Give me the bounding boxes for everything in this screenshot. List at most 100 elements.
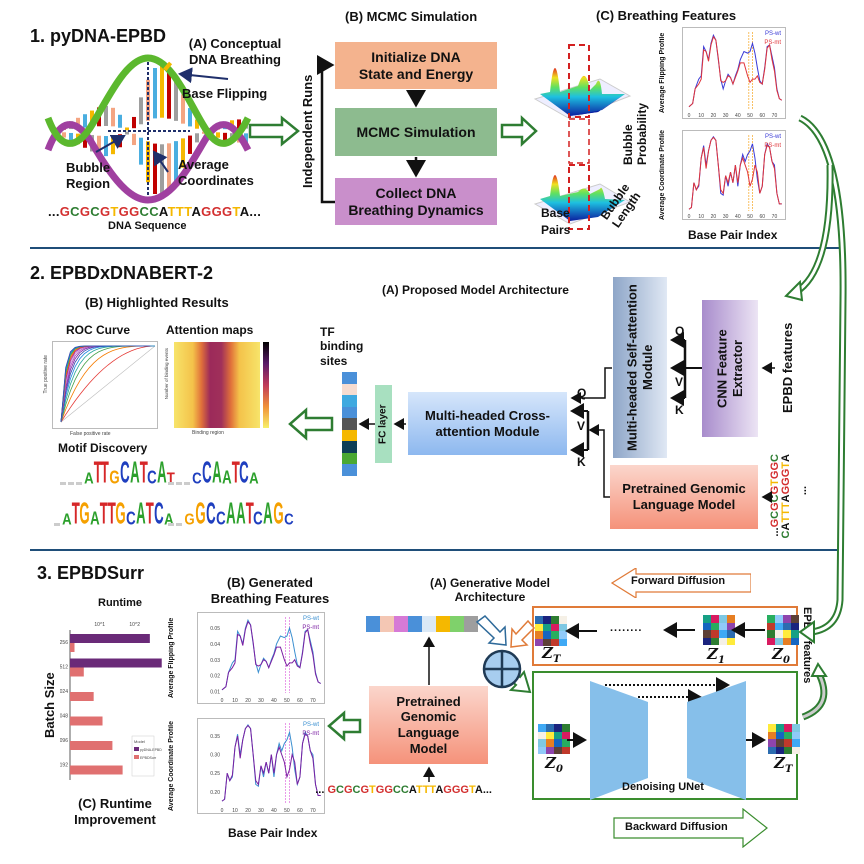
- latent-cell: [767, 637, 775, 645]
- latent-cell: [792, 739, 800, 747]
- attention-title: Attention maps: [166, 323, 254, 337]
- latent-cell: [767, 622, 775, 630]
- motif-letter: A: [236, 495, 246, 531]
- sequence-letter: C: [352, 784, 361, 796]
- latent-cell: [775, 630, 783, 638]
- motif-letter: C: [147, 466, 157, 488]
- latent-cell: [551, 638, 559, 646]
- embedding-cell: [450, 616, 464, 632]
- latent-cell: [776, 739, 784, 747]
- sequence-letter: G: [118, 204, 130, 219]
- xlabel-base-pair-index: Base Pair Index: [228, 826, 318, 840]
- dna-sequence-label: DNA Sequence: [108, 220, 187, 232]
- motif-letter: T: [93, 454, 102, 490]
- panel-b-title: (B) MCMC Simulation: [345, 9, 478, 24]
- x-tick-label: 50: [284, 808, 290, 814]
- sequence-letter: T: [175, 204, 185, 219]
- forward-diffusion-arrow: Forward Diffusion: [611, 568, 751, 598]
- base-pair-bar: [125, 127, 129, 131]
- latent-cell: [767, 630, 775, 638]
- latent-cell: [768, 731, 776, 739]
- base-pair-bar: [188, 108, 192, 127]
- latent-cell: [776, 746, 784, 754]
- independent-runs-loop: [317, 55, 335, 204]
- motif-letter: T: [139, 454, 148, 490]
- tf-site-cell: [342, 395, 357, 407]
- legend-wt: PS-wt: [764, 31, 781, 37]
- pretrained-glm-box: Pretrained Genomic Language Model: [369, 686, 488, 764]
- motif-letter: A: [129, 454, 140, 490]
- embedding-vector: [366, 616, 478, 632]
- tf-site-cell: [342, 406, 357, 418]
- zt-label: ZT: [542, 644, 560, 665]
- z-base: Z: [545, 754, 556, 772]
- runtime-title: Runtime: [98, 597, 142, 609]
- sequence-letter: G: [360, 784, 370, 796]
- latent-cell: [776, 731, 784, 739]
- bar-EPBDSurr-8192: [70, 765, 123, 775]
- latent-cell: [559, 631, 567, 639]
- base-pair-bar: [83, 114, 87, 128]
- x-tick-label: 0: [688, 214, 691, 220]
- base-pair-bar: [111, 135, 115, 155]
- ylabel-flipping: Average Flipping Profile: [168, 617, 175, 699]
- motif-letter: G: [184, 510, 195, 529]
- runtime-bar-chart: 10^110^22565121024204840968192ModelpyDNA…: [57, 618, 165, 786]
- base-pair-bar: [181, 94, 185, 124]
- motif-letter: C: [153, 495, 164, 531]
- runtime-improvement-title: (C) Runtime Improvement: [74, 796, 156, 828]
- motif-low-letter: [60, 482, 66, 485]
- generated-features-title: (B) Generated Breathing Features: [210, 575, 330, 606]
- fc-layer: FC layer: [375, 385, 392, 463]
- attention-heatmap: [174, 342, 260, 428]
- base-pair-bar: [62, 132, 66, 138]
- roc-xlabel: False positive rate: [70, 431, 111, 437]
- category-label: 4096: [60, 738, 68, 744]
- sequence-letter: G: [327, 784, 337, 796]
- latent-cell: [768, 739, 776, 747]
- roc-curve: [60, 345, 156, 423]
- motif-low-letter: [54, 523, 60, 526]
- latent-cell: [551, 616, 559, 624]
- base-pair-bar: [111, 107, 115, 127]
- base-pair-bar: [195, 133, 199, 143]
- latent-cell: [554, 731, 562, 739]
- embedding-cell: [422, 616, 436, 632]
- latent-cell: [719, 637, 727, 645]
- tf-binding-sites-label: TF binding sites: [320, 325, 364, 368]
- pretrained-glm-box: Pretrained Genomic Language Model: [610, 465, 758, 529]
- x-tick-label: 10: [698, 113, 704, 119]
- embedding-cell: [366, 616, 380, 632]
- k-label: K: [577, 455, 586, 469]
- motif-letter: G: [79, 495, 91, 531]
- roc-curve-plot: [52, 341, 158, 429]
- curved-arrow-epbd-features: [793, 164, 834, 295]
- sequence-letter: G: [79, 204, 91, 219]
- motif-low-letter: [168, 482, 174, 485]
- latent-zt-icon: [768, 724, 800, 754]
- sequence-letter: T: [780, 515, 792, 523]
- sequence-letter: G: [375, 784, 385, 796]
- xlabel-base-pair-index: Base Pair Index: [688, 228, 778, 242]
- sequence-letter: G: [780, 485, 792, 495]
- attention-ylabel: Number of binding events: [164, 348, 169, 400]
- motif-letter: T: [71, 495, 80, 531]
- roc-ylabel: True positive rate: [43, 355, 49, 394]
- z0-label: Z0: [545, 754, 563, 775]
- sequence-letter: T: [232, 204, 240, 219]
- average-coordinates-label: Average Coordinates: [178, 157, 254, 189]
- y-tick-label: 0.05: [210, 626, 220, 632]
- bar-EPBDSurr-4096: [70, 741, 113, 750]
- backward-diffusion-arrow: Backward Diffusion: [613, 808, 768, 848]
- motif-letter: T: [107, 495, 116, 531]
- motif-letter: G: [273, 495, 284, 531]
- x-tick-label: 20: [245, 698, 251, 704]
- sequence-letter: C: [139, 204, 150, 219]
- x-tick-label: 70: [772, 214, 778, 220]
- latent-cell: [719, 630, 727, 638]
- series-line-PS-mt: [221, 620, 321, 691]
- v-label: V: [577, 419, 586, 433]
- base-pair-bar: [104, 105, 108, 126]
- x-tick-label: 20: [711, 113, 717, 119]
- latent-cell: [775, 615, 783, 623]
